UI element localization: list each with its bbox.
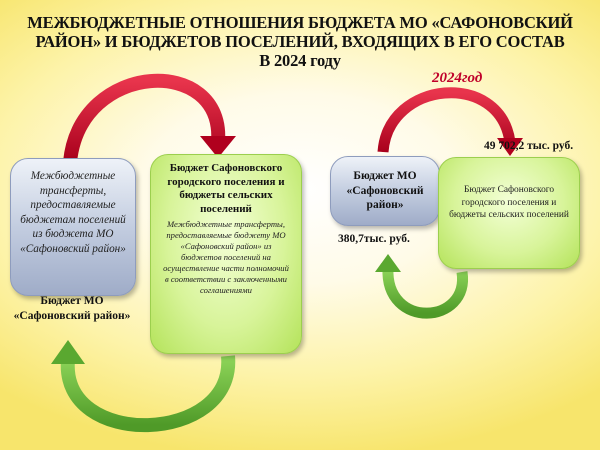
settlements-box-right-text: Бюджет Сафоновского городского поселения… — [449, 185, 569, 220]
district-box-right: Бюджет МО «Сафоновский район» — [330, 156, 440, 226]
settlements-box-left: Бюджет Сафоновского городского поселения… — [150, 154, 302, 354]
district-label-left: Бюджет МО «Сафоновский район» — [13, 295, 131, 322]
green-arrow-left — [51, 340, 236, 433]
title-line-3: В 2024 году — [259, 51, 341, 70]
settlements-box-right: Бюджет Сафоновского городского поселения… — [438, 157, 580, 269]
transfers-box-text: Межбюджетные трансферты, предоставляемые… — [20, 170, 126, 255]
page-title: МЕЖБЮДЖЕТНЫЕ ОТНОШЕНИЯ БЮДЖЕТА МО «САФОН… — [20, 13, 580, 70]
settlements-box-title: Бюджет Сафоновского городского поселения… — [167, 162, 285, 215]
district-box-right-text: Бюджет МО «Сафоновский район» — [346, 170, 424, 211]
transfers-box: Межбюджетные трансферты, предоставляемые… — [10, 158, 136, 296]
year-label: 2024год — [432, 70, 483, 86]
settlements-box-text: Межбюджетные трансферты, предоставляемые… — [163, 219, 289, 295]
title-line-2: РАЙОН» И БЮДЖЕТОВ ПОСЕЛЕНИЙ, ВХОДЯЩИХ В … — [35, 32, 565, 51]
green-arrow-right — [375, 254, 468, 319]
amount-to-settlements: 49 702,2 тыс. руб. — [484, 140, 574, 152]
amount-to-district: 380,7тыс. руб. — [338, 233, 410, 245]
red-arrow-right — [377, 87, 523, 156]
title-line-1: МЕЖБЮДЖЕТНЫЕ ОТНОШЕНИЯ БЮДЖЕТА МО «САФОН… — [27, 13, 573, 32]
red-arrow-left — [63, 73, 236, 163]
